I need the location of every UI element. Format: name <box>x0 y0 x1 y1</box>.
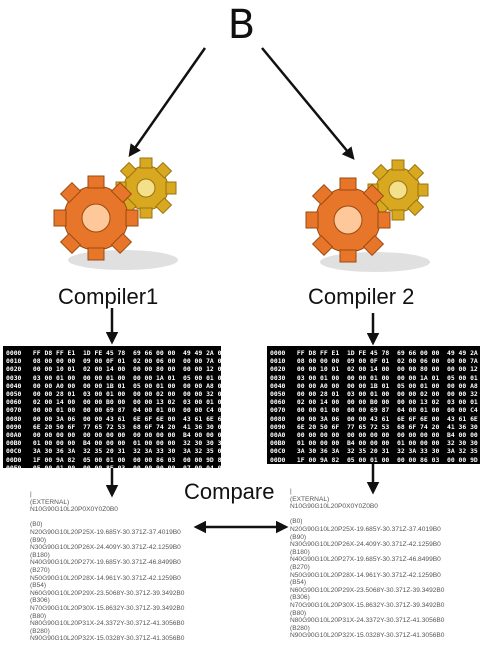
gcode-line: N10G90G10L20P0X0Y0Z0B0 <box>30 506 118 514</box>
gcode-line <box>30 514 184 522</box>
compare-label: Compare <box>184 479 275 504</box>
gcode-line: (B80) <box>290 609 307 617</box>
hexdump-line: 0010 08 00 00 00 09 00 0F 01 02 00 06 00… <box>6 357 221 366</box>
gcode-line <box>290 511 444 519</box>
hexdump-line: 0050 00 00 28 01 03 00 01 00 00 00 02 00… <box>270 390 480 399</box>
hexdump-line: 00C0 3A 30 36 3A 32 35 20 31 32 3A 33 30… <box>6 447 221 456</box>
hexdump-line: 00D0 1F 00 9A 82 05 00 01 00 00 00 86 03… <box>6 455 221 464</box>
gcode-line: N80G90G10L20P31X-24.3372Y-30.371Z-41.305… <box>30 620 185 628</box>
hexdump-line: 00C0 3A 30 36 3A 32 35 20 31 32 3A 33 30… <box>270 447 480 456</box>
gcode-line: (EXTERNAL) <box>290 495 330 503</box>
hexdump-line: 0080 00 00 3A 06 00 00 43 61 6E 6F 6E 00… <box>6 414 221 423</box>
hexdump-line: 0040 00 00 A0 00 00 00 1B 01 05 00 01 00… <box>6 381 221 390</box>
hexdump-line: 0070 00 00 01 00 00 00 69 87 04 00 01 00… <box>270 406 480 415</box>
gcode-line: (B306) <box>30 597 50 605</box>
gcode-line: (B90) <box>30 536 47 544</box>
hexdump-line: 00B0 01 00 00 00 B4 00 00 00 01 00 00 00… <box>270 439 480 448</box>
gcode-line: N70G90G10L20P30X-15.8632Y-30.371Z-39.349… <box>290 601 445 609</box>
gcode-line: N30G90G10L20P26X-24.409Y-30.371Z-42.1259… <box>290 541 441 549</box>
gcode-line: (B80) <box>30 612 47 620</box>
gcode-line: N20G90G10L20P25X-19.685Y-30.371Z-37.4019… <box>290 525 441 533</box>
gcode-line: | <box>290 488 292 495</box>
gcode-line: (B270) <box>290 563 310 571</box>
gcode-line: N40G90G10L20P27X-19.685Y-30.371Z-46.8499… <box>30 559 181 567</box>
gcode-line: N80G90G10L20P31X-24.3372Y-30.371Z-41.305… <box>290 617 445 625</box>
gcode-line: N40G90G10L20P27X-19.685Y-30.371Z-46.8499… <box>290 556 441 564</box>
binary-hexdump-2: 0000 FF D8 FF E1 1D FE 45 78 69 66 00 00… <box>267 346 480 464</box>
hexdump-line: 00A0 00 00 00 00 00 00 00 00 00 00 00 00… <box>270 431 480 440</box>
gcode-line: N90G90G10L20P32X-15.0328Y-30.371Z-41.305… <box>290 632 445 640</box>
gcode-line: (B90) <box>290 533 307 541</box>
gcode-line: N50G90G10L20P28X-14.961Y-30.371Z-42.1259… <box>30 574 181 582</box>
gcode-line: N90G90G10L20P32X-15.0328Y-30.371Z-41.305… <box>30 635 185 643</box>
hexdump-line: 0000 FF D8 FF E1 1D FE 45 78 69 66 00 00… <box>6 349 221 357</box>
hexdump-line: 00B0 01 00 00 00 B4 00 00 00 01 00 00 00… <box>6 439 221 448</box>
gcode-line: | <box>30 491 32 498</box>
gcode-line: (B54) <box>290 579 307 587</box>
gcode-line: (B280) <box>290 624 310 632</box>
hexdump-line: 00E0 05 00 01 00 00 00 8E 03 00 00 90 00… <box>6 463 221 468</box>
gcode-line: N20G90G10L20P25X-19.685Y-30.371Z-37.4019… <box>30 528 181 536</box>
hexdump-line: 0050 00 00 28 01 03 00 01 00 00 00 02 00… <box>6 390 221 399</box>
gcode-line: N60G90G10L20P29X-23.5068Y-30.371Z-39.349… <box>30 589 185 597</box>
gcode-line: (EXTERNAL) <box>30 498 70 506</box>
hexdump-line: 0060 02 00 14 00 00 00 B0 00 00 00 13 02… <box>6 398 221 407</box>
diagram-title-b: B <box>227 2 256 48</box>
gears-icon-compiler2 <box>305 159 430 272</box>
hexdump-line: 0090 6E 20 50 6F 77 65 72 53 68 6F 74 20… <box>270 422 480 431</box>
gcode-output-2: |(EXTERNAL)N10G90G10L20P0X0Y0Z0B0 (B0)N2… <box>290 488 444 640</box>
gcode-line: (B306) <box>290 594 310 602</box>
gcode-line: N70G90G10L20P30X-15.8632Y-30.371Z-39.349… <box>30 604 185 612</box>
hexdump-line: 0000 FF D8 FF E1 1D FE 45 78 69 66 00 00… <box>270 349 480 357</box>
arrow-b-to-compiler2 <box>261 47 355 160</box>
gcode-line: (B54) <box>30 582 47 590</box>
gcode-line: (B0) <box>30 521 43 529</box>
gcode-line: (B0) <box>290 518 303 526</box>
gears-icon-compiler1 <box>53 157 178 270</box>
gcode-line: (B180) <box>290 548 310 556</box>
gcode-line: (B180) <box>30 551 50 559</box>
gcode-line: N50G90G10L20P28X-14.961Y-30.371Z-42.1259… <box>290 571 441 579</box>
hexdump-line: 00D0 1F 00 9A 82 05 00 01 00 00 00 86 03… <box>270 455 480 464</box>
hexdump-line: 0070 00 00 01 00 00 00 69 87 04 00 01 00… <box>6 406 221 415</box>
hexdump-line: 0030 03 00 01 00 00 00 01 00 00 00 1A 01… <box>6 373 221 382</box>
hexdump-line: 0040 00 00 A0 00 00 00 1B 01 05 00 01 00… <box>270 381 480 390</box>
compiler2-label: Compiler 2 <box>308 284 415 309</box>
binary-hexdump-1: 0000 FF D8 FF E1 1D FE 45 78 69 66 00 00… <box>3 346 221 468</box>
hexdump-line: 0030 03 00 01 00 00 00 01 00 00 00 1A 01… <box>270 373 480 382</box>
hexdump-line: 0020 00 00 10 01 02 00 14 00 00 00 80 00… <box>270 365 480 374</box>
gcode-output-1: |(EXTERNAL)N10G90G10L20P0X0Y0Z0B0 (B0)N2… <box>30 491 184 643</box>
hexdump-line: 00A0 00 00 00 00 00 00 00 00 00 00 00 00… <box>6 431 221 440</box>
arrow-b-to-compiler1 <box>128 47 207 158</box>
hexdump-line: 0090 6E 20 50 6F 77 65 72 53 68 6F 74 20… <box>6 422 221 431</box>
gcode-line: (B270) <box>30 566 50 574</box>
gcode-line: N30G90G10L20P26X-24.409Y-30.371Z-42.1259… <box>30 544 181 552</box>
gcode-line: (B280) <box>30 627 50 635</box>
gcode-line: N10G90G10L20P0X0Y0Z0B0 <box>290 503 378 511</box>
hexdump-line: 0010 08 00 00 00 09 00 0F 01 02 00 06 00… <box>270 357 480 366</box>
compiler1-label: Compiler1 <box>58 284 159 309</box>
hexdump-line: 0020 00 00 10 01 02 00 14 00 00 00 80 00… <box>6 365 221 374</box>
hexdump-line: 0080 00 00 3A 06 00 00 43 61 6E 6F 6E 00… <box>270 414 480 423</box>
gcode-line: N60G90G10L20P29X-23.5068Y-30.371Z-39.349… <box>290 586 445 594</box>
hexdump-line: 0060 02 00 14 00 00 00 B0 00 00 00 13 02… <box>270 398 480 407</box>
